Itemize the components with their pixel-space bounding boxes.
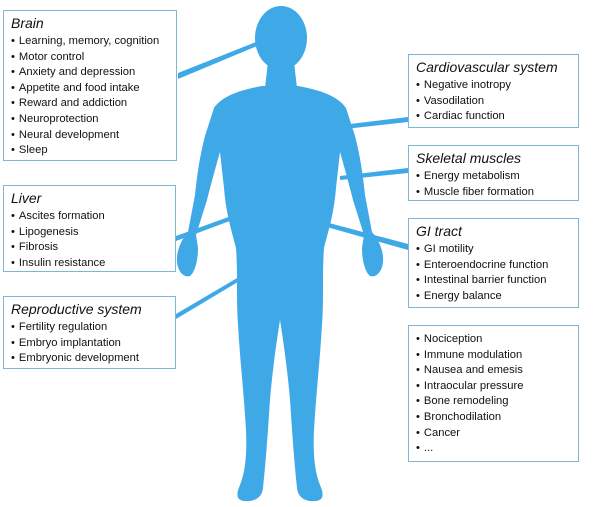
box-list: Fertility regulation Embryo implantation… — [11, 320, 169, 367]
list-item: Energy metabolism — [416, 169, 572, 185]
list-item: Fertility regulation — [11, 320, 169, 336]
list-item: Nociception — [416, 332, 572, 348]
box-list: Negative inotropy Vasodilation Cardiac f… — [416, 78, 572, 125]
box-list: Nociception Immune modulation Nausea and… — [416, 332, 572, 457]
head — [255, 6, 307, 70]
list-item: Ascites formation — [11, 209, 169, 225]
list-item: Cancer — [416, 426, 572, 442]
box-list: Learning, memory, cognition Motor contro… — [11, 34, 170, 159]
reproductive-box: Reproductive system Fertility regulation… — [3, 296, 176, 369]
list-item: Intestinal barrier function — [416, 273, 572, 289]
list-item: Neural development — [11, 128, 170, 144]
list-item: Fibrosis — [11, 240, 169, 256]
neck — [265, 62, 297, 88]
list-item: Bone remodeling — [416, 394, 572, 410]
box-title: Reproductive system — [11, 301, 142, 317]
list-item: Negative inotropy — [416, 78, 572, 94]
gi-connector — [288, 212, 408, 250]
reproductive-connector — [176, 254, 278, 319]
brain-connector — [178, 30, 286, 79]
box-title: Cardiovascular system — [416, 59, 558, 75]
box-title: Skeletal muscles — [416, 150, 522, 166]
list-item: Learning, memory, cognition — [11, 34, 170, 50]
list-item: Cardiac function — [416, 109, 572, 125]
box-title: Brain — [11, 15, 44, 31]
cardiovascular-connector — [300, 117, 408, 134]
other-effects-box: Nociception Immune modulation Nausea and… — [408, 325, 579, 462]
liver-connector — [176, 202, 270, 241]
liver-box: Liver Ascites formation Lipogenesis Fibr… — [3, 185, 176, 272]
list-item: Muscle fiber formation — [416, 185, 572, 201]
connectors — [176, 30, 408, 319]
list-item: Motor control — [11, 50, 170, 66]
cardiovascular-box: Cardiovascular system Negative inotropy … — [408, 54, 579, 128]
list-item: Vasodilation — [416, 94, 572, 110]
human-silhouette — [176, 6, 384, 502]
list-item: ... — [416, 441, 572, 457]
list-item: Anxiety and depression — [11, 65, 170, 81]
list-item: GI motility — [416, 242, 572, 258]
list-item: Immune modulation — [416, 348, 572, 364]
box-title: GI tract — [416, 223, 462, 239]
box-list: Ascites formation Lipogenesis Fibrosis I… — [11, 209, 169, 271]
list-item: Sleep — [11, 143, 170, 159]
torso-and-legs — [188, 86, 372, 502]
list-item: Intraocular pressure — [416, 379, 572, 395]
list-item: Appetite and food intake — [11, 81, 170, 97]
box-title: Liver — [11, 190, 42, 206]
box-list: Energy metabolism Muscle fiber formation — [416, 169, 572, 200]
right-hand — [362, 232, 384, 277]
list-item: Nausea and emesis — [416, 363, 572, 379]
list-item: Embryonic development — [11, 351, 169, 367]
list-item: Insulin resistance — [11, 256, 169, 272]
box-list: GI motility Enteroendocrine function Int… — [416, 242, 572, 304]
list-item: Enteroendocrine function — [416, 258, 572, 274]
list-item: Lipogenesis — [11, 225, 169, 241]
skeletal-muscles-box: Skeletal muscles Energy metabolism Muscl… — [408, 145, 579, 201]
list-item: Neuroprotection — [11, 112, 170, 128]
gi-tract-box: GI tract GI motility Enteroendocrine fun… — [408, 218, 579, 308]
brain-box: Brain Learning, memory, cognition Motor … — [3, 10, 177, 161]
list-item: Bronchodilation — [416, 410, 572, 426]
skeletal-connector — [340, 168, 408, 180]
list-item: Energy balance — [416, 289, 572, 305]
list-item: Embryo implantation — [11, 336, 169, 352]
list-item: Reward and addiction — [11, 96, 170, 112]
left-hand — [176, 232, 198, 277]
